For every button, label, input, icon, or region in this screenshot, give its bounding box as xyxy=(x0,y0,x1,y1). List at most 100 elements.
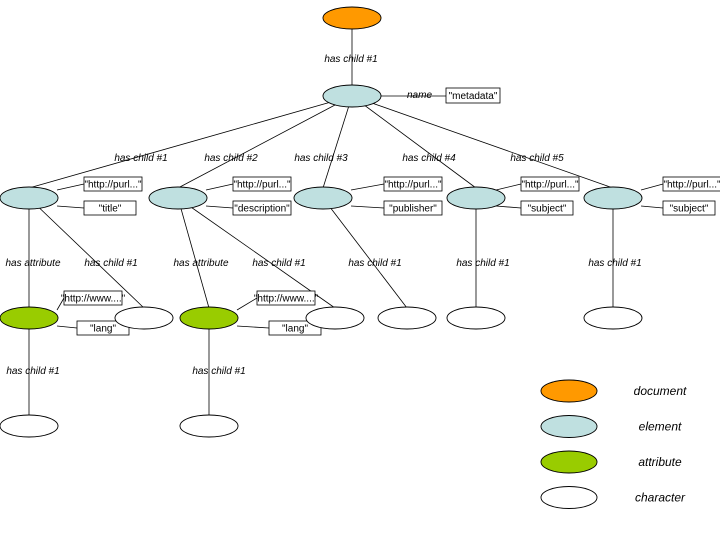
edge-label-meta-e2: has child #2 xyxy=(204,153,258,164)
legend-label-element: element xyxy=(639,420,682,434)
box-connector xyxy=(236,297,258,311)
namespace-text: "http://purl..." xyxy=(663,180,720,191)
box-connector xyxy=(640,205,664,209)
character-node-c1 xyxy=(114,306,174,330)
local-name-box xyxy=(76,320,130,336)
label-box-a1: "http://www...." "lang" xyxy=(56,290,130,336)
edge-e1-c1 xyxy=(28,197,145,309)
edge-label-meta-e5: has child #5 xyxy=(510,153,564,164)
namespace-text: "http://purl..." xyxy=(521,180,579,191)
box-connector xyxy=(236,325,270,329)
edges-layer xyxy=(28,18,614,416)
element-node-e3 xyxy=(293,186,353,210)
namespace-box xyxy=(83,176,143,192)
box-connector xyxy=(495,183,522,191)
legend-swatch-element xyxy=(540,415,598,438)
local-name-box xyxy=(83,200,137,216)
element-node-meta xyxy=(322,84,382,108)
legend-swatch-character xyxy=(540,486,598,509)
attribute-node-a2 xyxy=(179,306,239,330)
edge-label-a1-ca1: has child #1 xyxy=(6,366,59,377)
character-node-ca2 xyxy=(179,414,239,438)
edge-meta-e1 xyxy=(28,95,353,189)
edge-label-doc-meta: has child #1 xyxy=(324,54,377,65)
edge-e3-c3 xyxy=(322,197,408,309)
box-connector xyxy=(56,297,65,311)
edge-label-e2-c2: has child #1 xyxy=(252,258,305,269)
character-node-c4 xyxy=(446,306,506,330)
edge-label-meta-e1: has child #1 xyxy=(114,153,167,164)
local-name-text: "lang" xyxy=(90,324,116,335)
namespace-box xyxy=(662,176,720,192)
edge-label-e1-c1: has child #1 xyxy=(84,258,137,269)
label-box-e3: "http://purl..." "publisher" xyxy=(350,176,443,216)
meta-name-box xyxy=(445,87,501,104)
legend: document element attribute character xyxy=(540,379,687,509)
element-node-e2 xyxy=(148,186,208,210)
namespace-box xyxy=(520,176,580,192)
local-name-text: "description" xyxy=(234,204,290,215)
edge-label-a2-ca2: has child #1 xyxy=(192,366,245,377)
edge-e2-a2 xyxy=(177,197,210,309)
box-connector xyxy=(205,183,234,191)
edge-labels-layer: has child #1 has child #1 has child #2 has … xyxy=(5,54,641,377)
local-name-box xyxy=(662,200,716,216)
label-box-e4: "http://purl..." "subject" xyxy=(495,176,580,216)
local-name-box xyxy=(520,200,574,216)
namespace-box xyxy=(383,176,443,192)
namespace-text: "http://purl..." xyxy=(84,180,142,191)
edge-label-e3-c3: has child #1 xyxy=(348,258,401,269)
legend-swatch-document xyxy=(540,379,598,403)
document-node-doc xyxy=(322,6,382,30)
label-box-e1: "http://purl..." "title" xyxy=(56,176,143,216)
edge-meta-e3 xyxy=(322,95,353,189)
edge-meta-e2 xyxy=(177,95,353,189)
namespace-box xyxy=(256,290,316,306)
nodes-layer xyxy=(0,6,643,438)
local-name-text: "subject" xyxy=(670,204,709,215)
edge-meta-e4 xyxy=(351,95,477,189)
legend-label-document: document xyxy=(634,384,687,398)
character-node-c3 xyxy=(377,306,437,330)
legend-label-character: character xyxy=(635,491,686,505)
element-node-e1 xyxy=(0,186,59,210)
character-node-c5 xyxy=(583,306,643,330)
namespace-text: "http://www...." xyxy=(254,294,319,305)
local-name-text: "subject" xyxy=(528,204,567,215)
namespace-text: "http://purl..." xyxy=(233,180,291,191)
edge-label-e1-a1: has attribute xyxy=(5,258,60,269)
edge-label-meta-e4: has child #4 xyxy=(402,153,456,164)
legend-label-attribute: attribute xyxy=(638,455,682,469)
legend-swatch-attribute xyxy=(540,450,598,474)
meta-name-key: name xyxy=(407,90,432,101)
box-connector xyxy=(56,183,85,191)
namespace-box xyxy=(232,176,292,192)
box-connector xyxy=(56,205,85,209)
box-connector xyxy=(495,205,522,209)
box-connector xyxy=(56,325,78,329)
local-name-text: "publisher" xyxy=(389,204,437,215)
label-box-e5: "http://purl..." "subject" xyxy=(640,176,720,216)
edge-label-e4-c4: has child #1 xyxy=(456,258,509,269)
label-box-e2: "http://purl..." "description" xyxy=(205,176,292,216)
meta-name-annotation: name "metadata" xyxy=(381,87,501,104)
box-connector xyxy=(350,205,385,209)
local-name-text: "title" xyxy=(99,204,122,215)
character-node-c2 xyxy=(305,306,365,330)
attribute-node-a1 xyxy=(0,306,59,330)
edge-label-e2-a2: has attribute xyxy=(173,258,228,269)
box-connector xyxy=(640,183,664,191)
edge-label-e5-c5: has child #1 xyxy=(588,258,641,269)
edge-label-meta-e3: has child #3 xyxy=(294,153,348,164)
element-node-e5 xyxy=(583,186,643,210)
label-boxes-layer: "http://purl...""title""http://purl...""… xyxy=(56,176,720,336)
namespace-text: "http://purl..." xyxy=(384,180,442,191)
local-name-box xyxy=(232,200,292,216)
box-connector xyxy=(350,183,385,191)
character-node-ca1 xyxy=(0,414,59,438)
namespace-text: "http://www...." xyxy=(61,294,126,305)
edge-meta-e5 xyxy=(351,95,614,189)
label-box-a2: "http://www....""lang" xyxy=(236,290,322,336)
box-connector xyxy=(205,205,234,209)
